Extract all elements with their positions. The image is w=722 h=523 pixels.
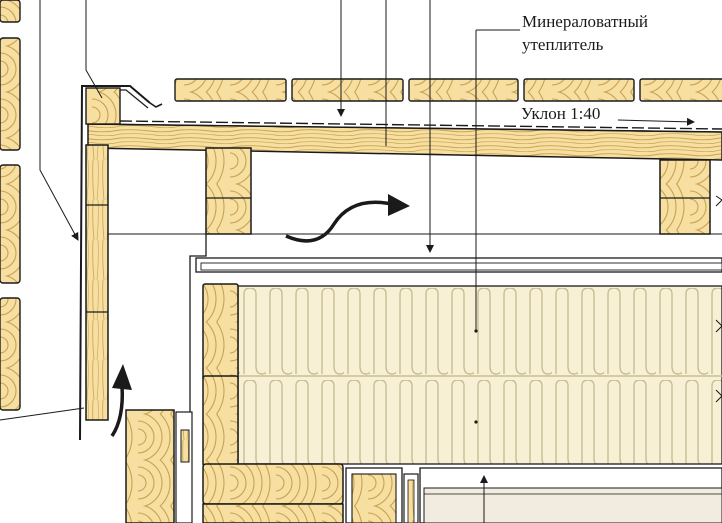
sloped-board [87,120,722,161]
mineral-wool-insulation [237,285,722,465]
joists [205,147,711,235]
updraft-arrow-icon [110,364,132,437]
leader-lines [0,0,695,523]
slope-label: Уклон 1:40 [521,104,601,123]
insulation-label-line1: Минераловатный [522,12,648,31]
right-break-marks [715,195,722,403]
airflow-arrow-icon [285,194,410,243]
fascia-board [85,87,121,421]
insulation-label-line2: утеплитель [522,35,604,54]
lower-framing [125,409,722,523]
top-boards [174,78,722,102]
barrier-layer [107,148,722,420]
log-beam [202,283,344,523]
left-wall-logs [0,0,21,411]
